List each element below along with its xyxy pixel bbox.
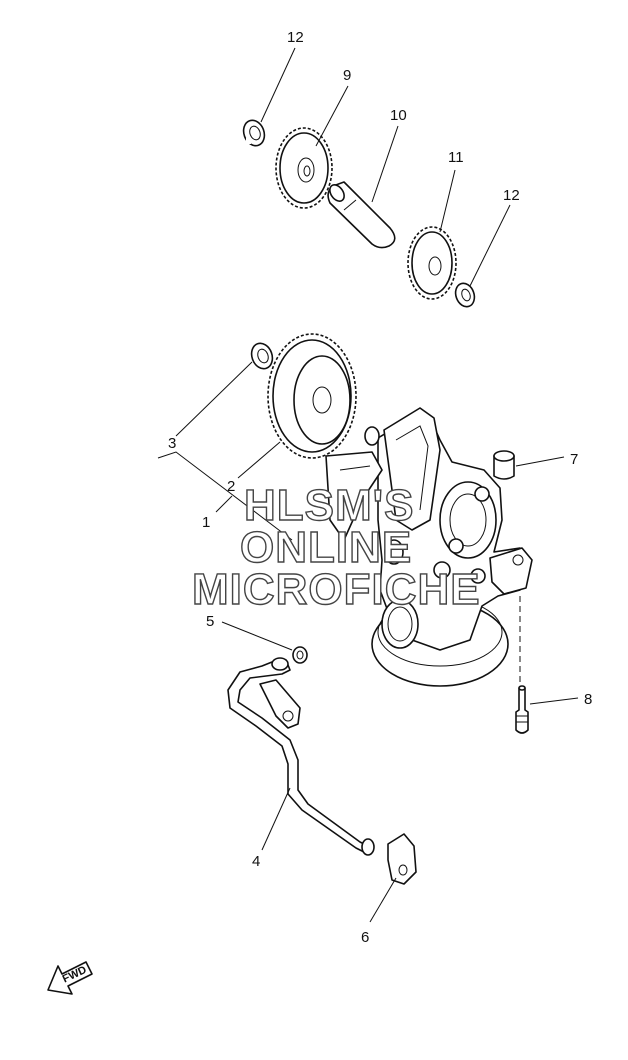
- fwd-arrow-icon: FWD: [47, 961, 93, 995]
- callout-4: 4: [252, 853, 260, 870]
- gear-9: [275, 127, 333, 209]
- circlip-12-upper: [242, 119, 266, 147]
- callout-10: 10: [390, 107, 407, 124]
- watermark-line-1: HLSM'S: [244, 481, 414, 530]
- gear-2: [267, 333, 357, 459]
- callout-8: 8: [584, 691, 592, 708]
- leader-lines: [157, 47, 579, 923]
- watermark-line-3: MICROFICHE: [192, 565, 481, 614]
- gear-11: [407, 226, 457, 300]
- watermark: HLSM'S ONLINE MICROFICHE: [191, 480, 481, 614]
- watermark-line-2: ONLINE: [240, 523, 412, 572]
- collar-7: [493, 450, 515, 480]
- callout-2: 2: [227, 478, 235, 495]
- callout-7: 7: [570, 451, 578, 468]
- callout-3: 3: [168, 435, 176, 452]
- clamp-6: [387, 833, 417, 885]
- oil-pump-assembly: [325, 407, 533, 687]
- callout-9: 9: [343, 67, 351, 84]
- callout-1: 1: [202, 514, 210, 531]
- o-ring-5: [292, 646, 308, 664]
- shaft-10: [327, 181, 396, 249]
- callout-5: 5: [206, 613, 214, 630]
- callout-12-upper: 12: [287, 29, 304, 46]
- callout-11: 11: [448, 149, 464, 166]
- oil-pipe-4: [227, 657, 375, 856]
- circlip-12-lower: [454, 282, 476, 308]
- callout-6: 6: [361, 929, 369, 946]
- callout-labels: 12 9 10 11 12 3 2 1 5 7 8 4 6: [168, 29, 592, 946]
- circlip-3: [250, 342, 274, 370]
- bolt-8: [515, 685, 529, 734]
- callout-12-lower: 12: [503, 187, 520, 204]
